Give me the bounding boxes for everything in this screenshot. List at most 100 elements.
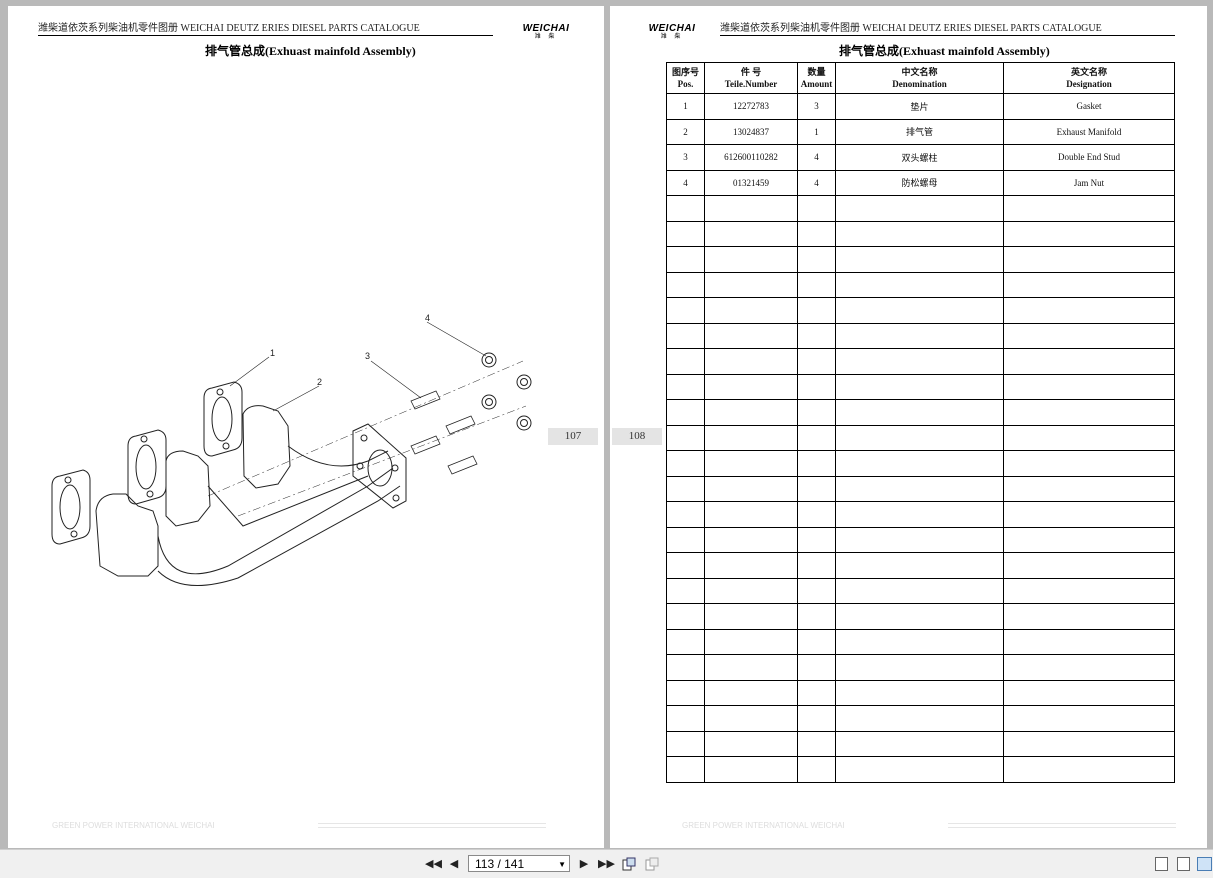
table-cell-empty	[835, 552, 1004, 579]
table-row-empty	[666, 679, 1175, 706]
viewer-toolbar: ◀◀ ◀ 113 / 141 ▼ ▶ ▶▶	[0, 849, 1213, 878]
table-cell-empty	[704, 348, 798, 375]
table-cell-empty	[666, 297, 705, 324]
table-cell-cn: 防松螺母	[835, 169, 1004, 196]
table-row-empty	[666, 475, 1175, 502]
column-header-en: Amount	[800, 79, 833, 89]
last-page-icon[interactable]: ▶▶	[598, 857, 615, 870]
table-cell-empty	[835, 501, 1004, 528]
table-cell-empty	[797, 348, 836, 375]
table-cell-empty	[666, 654, 705, 681]
table-cell-empty	[797, 271, 836, 298]
table-cell-empty	[704, 654, 798, 681]
continuous-view-icon[interactable]	[1177, 857, 1190, 871]
table-cell-empty	[835, 730, 1004, 757]
column-header: 数量 Amount	[797, 62, 836, 94]
table-row-empty	[666, 220, 1175, 247]
chevron-down-icon[interactable]: ▼	[558, 860, 566, 869]
page-number-input[interactable]: 113 / 141 ▼	[468, 855, 570, 872]
table-cell-empty	[1003, 603, 1175, 630]
table-cell-empty	[704, 603, 798, 630]
table-cell-empty	[666, 475, 705, 502]
table-row-empty	[666, 399, 1175, 426]
table-cell-amount: 3	[797, 93, 836, 120]
footer-rule	[318, 823, 546, 828]
table-cell-empty	[797, 756, 836, 783]
table-cell-empty	[835, 322, 1004, 349]
table-cell-empty	[797, 322, 836, 349]
table-cell-empty	[666, 220, 705, 247]
column-header-cn: 数量	[807, 67, 826, 77]
page-number-left: 107	[548, 428, 598, 445]
table-row-empty	[666, 756, 1175, 783]
table-cell-empty	[1003, 577, 1175, 604]
next-page-icon[interactable]: ▶	[579, 857, 589, 870]
table-cell-empty	[704, 322, 798, 349]
table-cell-empty	[835, 399, 1004, 426]
table-cell-empty	[835, 577, 1004, 604]
header-rule	[720, 35, 1175, 36]
two-page-view-icon[interactable]	[1197, 857, 1212, 871]
table-row-empty	[666, 271, 1175, 298]
header-rule	[38, 35, 493, 36]
table-cell-empty	[1003, 424, 1175, 451]
table-cell-empty	[666, 552, 705, 579]
page-title: 排气管总成(Exhuast mainfold Assembly)	[839, 44, 1050, 58]
table-cell-empty	[1003, 246, 1175, 273]
table-cell-empty	[797, 195, 836, 222]
table-row-empty	[666, 628, 1175, 655]
table-cell-empty	[797, 246, 836, 273]
table-cell-empty	[666, 348, 705, 375]
table-cell-empty	[1003, 628, 1175, 655]
table-cell-empty	[797, 297, 836, 324]
table-cell-empty	[797, 577, 836, 604]
table-row-empty	[666, 577, 1175, 604]
page-header-text: 潍柴道依茨系列柴油机零件图册 WEICHAI DEUTZ ERIES DIESE…	[38, 23, 420, 34]
table-row-empty	[666, 654, 1175, 681]
table-cell-empty	[704, 271, 798, 298]
table-cell-pos: 4	[666, 169, 705, 196]
prev-page-icon[interactable]: ◀	[449, 857, 459, 870]
table-row-empty	[666, 730, 1175, 757]
table-cell-empty	[1003, 475, 1175, 502]
table-row-empty	[666, 424, 1175, 451]
table-cell-cn: 垫片	[835, 93, 1004, 120]
table-cell-number: 01321459	[704, 169, 798, 196]
table-cell-empty	[797, 501, 836, 528]
table-cell-empty	[666, 679, 705, 706]
table-row-empty	[666, 603, 1175, 630]
table-cell-empty	[797, 628, 836, 655]
first-page-icon[interactable]: ◀◀	[425, 857, 442, 870]
table-cell-empty	[1003, 526, 1175, 553]
table-cell-empty	[704, 756, 798, 783]
logo-text: WEICHAI	[648, 23, 696, 34]
table-cell-amount: 4	[797, 169, 836, 196]
table-cell-empty	[704, 679, 798, 706]
table-cell-empty	[797, 679, 836, 706]
table-cell-empty	[835, 195, 1004, 222]
copy-icon[interactable]	[622, 857, 636, 871]
table-cell-empty	[1003, 501, 1175, 528]
table-cell-cn: 双头螺柱	[835, 144, 1004, 171]
table-cell-number: 13024837	[704, 118, 798, 145]
footer-text: GREEN POWER INTERNATIONAL WEICHAI	[682, 821, 845, 830]
table-cell-empty	[666, 271, 705, 298]
table-cell-empty	[1003, 373, 1175, 400]
table-cell-empty	[704, 526, 798, 553]
table-cell-empty	[704, 552, 798, 579]
table-cell-amount: 4	[797, 144, 836, 171]
table-cell-pos: 3	[666, 144, 705, 171]
table-cell-empty	[704, 450, 798, 477]
table-cell-empty	[835, 526, 1004, 553]
table-cell-number: 612600110282	[704, 144, 798, 171]
table-cell-empty	[666, 322, 705, 349]
table-cell-empty	[835, 246, 1004, 273]
paste-icon[interactable]	[645, 857, 659, 871]
single-page-view-icon[interactable]	[1155, 857, 1168, 871]
table-cell-empty	[835, 348, 1004, 375]
table-cell-empty	[1003, 399, 1175, 426]
table-cell-empty	[1003, 679, 1175, 706]
